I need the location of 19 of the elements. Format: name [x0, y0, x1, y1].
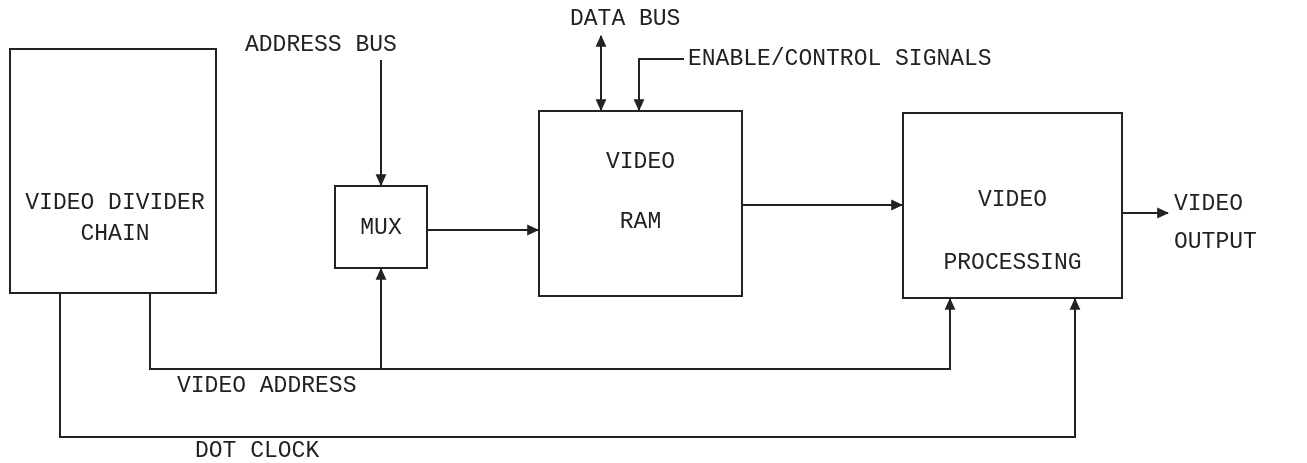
box-label: VIDEO PROCESSING [942, 186, 1083, 278]
arrow [742, 199, 904, 211]
arrow [595, 34, 607, 112]
box-label: VIDEO RAM [605, 148, 676, 237]
box-label: MUX [359, 214, 403, 243]
signal-label: ADDRESS BUS [245, 31, 398, 60]
process-box [902, 112, 1123, 299]
box-label: VIDEO DIVIDER CHAIN [24, 189, 206, 249]
signal-label: DATA BUS [570, 5, 682, 34]
arrow [633, 58, 685, 112]
arrow [59, 293, 1081, 438]
process-box [9, 48, 217, 294]
process-box [334, 185, 428, 269]
signal-label: VIDEO OUTPUT [1174, 190, 1258, 257]
arrow [375, 59, 387, 187]
process-box [538, 110, 743, 297]
arrow [427, 224, 540, 236]
arrow [1122, 207, 1170, 219]
signal-label: ENABLE/CONTROL SIGNALS [688, 45, 993, 74]
